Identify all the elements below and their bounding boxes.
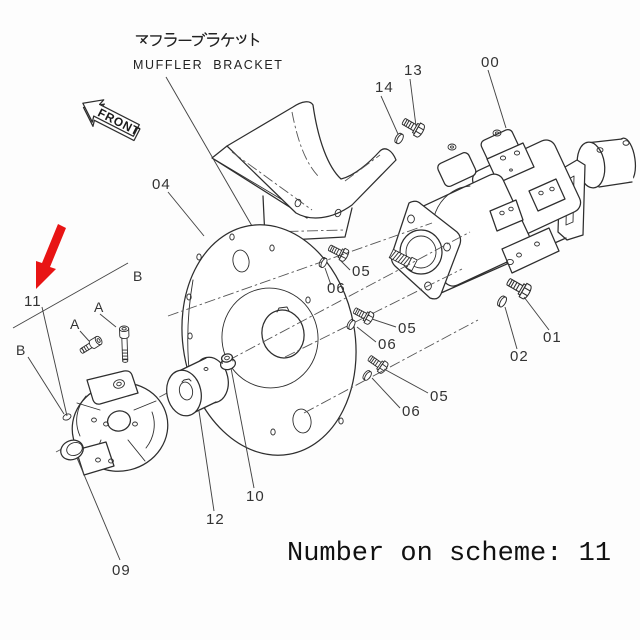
bushing-part	[219, 353, 237, 371]
scheme-number-caption: Number on scheme: 11	[287, 539, 611, 569]
pump-assembly-part	[388, 128, 637, 300]
muffler-bracket-leader-line	[165, 76, 253, 227]
coupling-clamp-block	[86, 370, 139, 405]
pin-part	[62, 413, 72, 421]
part-label-05: 05	[398, 320, 417, 337]
leader-line	[504, 306, 518, 350]
coupling-part	[60, 370, 169, 476]
bolt-13	[399, 114, 427, 139]
part-label-05: 05	[430, 388, 449, 405]
leader-line	[339, 259, 351, 271]
leader-line	[487, 69, 507, 129]
socket-bolt-a-long	[118, 325, 131, 363]
part-label-12: 12	[206, 511, 225, 528]
part-label-06: 06	[378, 336, 397, 353]
leader-line	[523, 296, 550, 331]
muffler-bracket-label-ja	[135, 32, 260, 47]
front-arrow-icon	[82, 99, 140, 137]
leader-line	[383, 368, 429, 394]
leader-line	[99, 313, 117, 328]
bracket-saddle-sheet	[226, 101, 397, 219]
part-label-09: 09	[112, 562, 131, 579]
leader-lines	[12, 69, 550, 561]
disc-part	[60, 439, 84, 461]
hub-part	[166, 356, 229, 417]
washer-14	[392, 131, 406, 146]
washer-02	[495, 294, 509, 309]
leader-line	[76, 457, 121, 561]
leader-line	[12, 262, 129, 329]
part-label-10: 10	[246, 488, 265, 505]
leader-line	[380, 95, 399, 135]
part-label-04: 04	[152, 176, 171, 193]
part-label-A: A	[70, 316, 80, 332]
front-marker: FRONT	[82, 99, 142, 142]
muffler-bracket-label-en: MUFFLER BRACKET	[133, 58, 284, 72]
bolt-01	[503, 274, 534, 301]
leader-line	[409, 78, 417, 127]
leader-line	[79, 330, 90, 342]
part-label-B: B	[16, 342, 26, 358]
part-label-01: 01	[543, 329, 562, 346]
part-label-A: A	[94, 299, 104, 315]
part-label-14: 14	[375, 79, 394, 96]
leader-line	[371, 318, 397, 328]
muffler-bracket-part	[165, 76, 397, 242]
washer-06-c	[361, 368, 374, 382]
leader-line	[371, 377, 401, 409]
leader-line	[324, 267, 332, 286]
leader-line	[167, 191, 205, 237]
leader-line	[198, 410, 215, 512]
leader-line	[41, 306, 68, 417]
part-label-06: 06	[327, 280, 346, 297]
leader-line	[27, 356, 65, 415]
socket-bolt-a-short	[77, 334, 104, 357]
flange-plate-part	[181, 224, 357, 456]
part-label-13: 13	[404, 62, 423, 79]
part-label-06: 06	[402, 403, 421, 420]
part-label-00: 00	[481, 54, 500, 71]
leader-line	[356, 326, 377, 343]
part-label-02: 02	[510, 348, 529, 365]
leader-line	[230, 367, 255, 489]
part-label-11: 11	[24, 293, 42, 310]
part-label-05: 05	[352, 263, 371, 280]
part-label-B: B	[133, 268, 143, 284]
highlight-arrow	[36, 224, 66, 289]
